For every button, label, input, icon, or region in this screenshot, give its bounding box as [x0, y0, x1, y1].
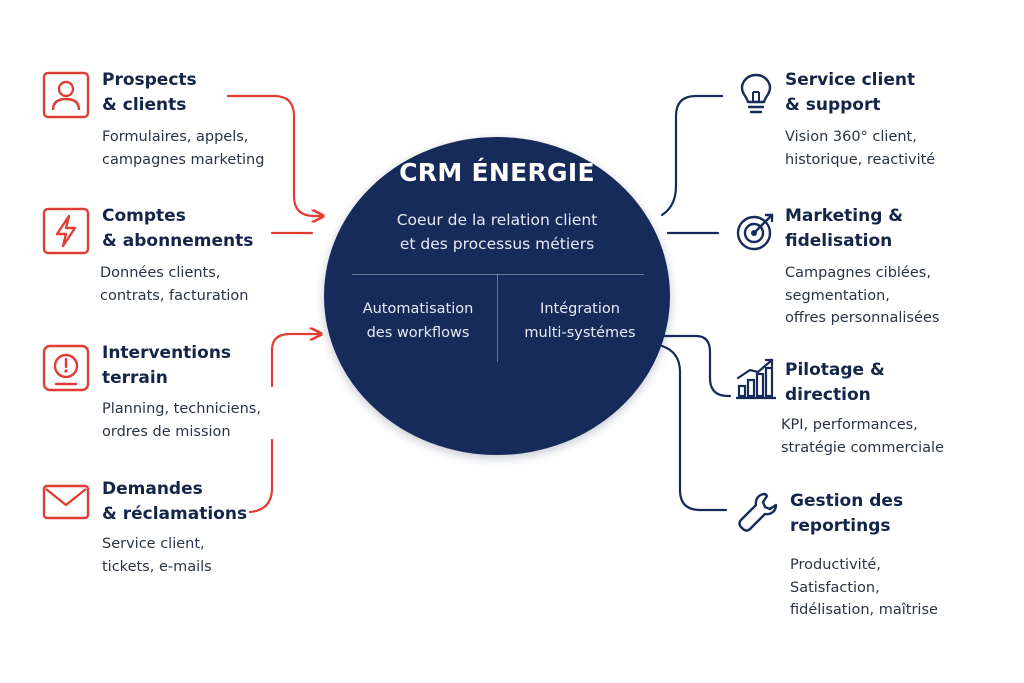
item-description: Campagnes ciblées, segmentation, offres …: [785, 262, 939, 330]
title-line: & réclamations: [102, 504, 248, 524]
hub-subtitle-line: Coeur de la relation client: [396, 211, 598, 229]
desc-line: campagnes marketing: [102, 151, 265, 168]
hub-integration-label: Intégration multi-systémes: [500, 297, 660, 345]
title-line: direction: [785, 385, 871, 405]
desc-line: Productivité,: [790, 557, 881, 573]
title-line: & support: [785, 95, 881, 115]
item-description: Vision 360° client, historique, reactivi…: [785, 126, 935, 171]
desc-line: Planning, techniciens,: [102, 401, 261, 417]
title-line: & abonnements: [102, 231, 254, 251]
hub-subtitle: Coeur de la relation client et des proce…: [324, 208, 670, 256]
title-line: Demandes: [102, 479, 203, 499]
desc-line: offres personnalisées: [785, 310, 940, 326]
desc-line: Satisfaction,: [790, 579, 880, 596]
item-title: Comptes & abonnements: [102, 204, 253, 254]
connector-prospects: [226, 94, 322, 216]
hub-divider-horizontal: [352, 274, 644, 275]
desc-line: KPI, performances,: [781, 417, 918, 433]
title-line: Prospects: [102, 70, 197, 90]
item-description: Service client, tickets, e-mails: [102, 533, 212, 578]
hub-cell-line: des workflows: [366, 325, 470, 341]
desc-line: tickets, e-mails: [102, 558, 212, 575]
title-line: Marketing &: [785, 206, 904, 226]
connector-pilotage: [660, 334, 732, 398]
target-icon: [736, 213, 774, 251]
chart-icon: [736, 358, 776, 400]
lightbulb-icon: [740, 73, 772, 114]
title-line: fidelisation: [785, 231, 893, 251]
desc-line: Vision 360° client,: [785, 129, 917, 145]
connector-interventions: [270, 334, 320, 388]
item-description: Planning, techniciens, ordres de mission: [102, 398, 261, 443]
envelope-icon: [42, 484, 90, 520]
title-line: reportings: [790, 516, 891, 536]
gauge-icon: [42, 344, 90, 392]
title-line: Pilotage &: [785, 360, 885, 380]
item-title: Demandes & réclamations: [102, 477, 247, 527]
desc-line: historique, reactivité: [785, 151, 936, 168]
title-line: terrain: [102, 368, 168, 388]
item-description: Données clients, contrats, facturation: [100, 262, 248, 307]
hub-cell-line: Automatisation: [362, 301, 474, 317]
desc-line: fidélisation, maîtrise: [790, 602, 938, 618]
hub-cell-line: multi-systémes: [524, 325, 636, 341]
desc-line: Données clients,: [100, 265, 221, 281]
hub-subtitle-line: et des processus métiers: [399, 235, 595, 253]
item-title: Gestion des reportings: [790, 489, 903, 539]
desc-line: contrats, facturation: [100, 287, 249, 304]
title-line: Comptes: [102, 206, 186, 226]
crm-hub-circle: CRM ÉNERGIE Coeur de la relation client …: [324, 137, 670, 455]
hub-cell-line: Intégration: [540, 301, 620, 317]
item-description: KPI, performances, stratégie commerciale: [781, 414, 944, 459]
wrench-icon: [738, 492, 778, 532]
item-title: Prospects & clients: [102, 68, 197, 118]
title-line: Service client: [785, 70, 916, 90]
connector-gestion: [660, 344, 728, 512]
person-icon: [42, 71, 90, 119]
title-line: Interventions: [102, 343, 232, 363]
item-description: Formulaires, appels, campagnes marketing: [102, 126, 264, 171]
hub-automation-label: Automatisation des workflows: [338, 297, 498, 345]
desc-line: segmentation,: [785, 287, 890, 304]
hub-title: CRM ÉNERGIE: [399, 158, 595, 187]
item-title: Marketing & fidelisation: [785, 204, 903, 254]
desc-line: Formulaires, appels,: [102, 129, 249, 145]
desc-line: Service client,: [102, 536, 205, 552]
item-title: Interventions terrain: [102, 341, 231, 391]
desc-line: Campagnes ciblées,: [785, 265, 931, 281]
connector-service: [660, 94, 724, 217]
connector-demandes: [248, 438, 274, 514]
title-line: & clients: [102, 95, 187, 115]
desc-line: stratégie commerciale: [781, 439, 944, 456]
item-title: Pilotage & direction: [785, 358, 885, 408]
title-line: Gestion des: [790, 491, 904, 511]
hub-divider-vertical: [497, 274, 498, 362]
lightning-icon: [42, 207, 90, 255]
item-title: Service client & support: [785, 68, 915, 118]
item-description: Productivité, Satisfaction, fidélisation…: [790, 554, 938, 622]
desc-line: ordres de mission: [102, 423, 231, 440]
